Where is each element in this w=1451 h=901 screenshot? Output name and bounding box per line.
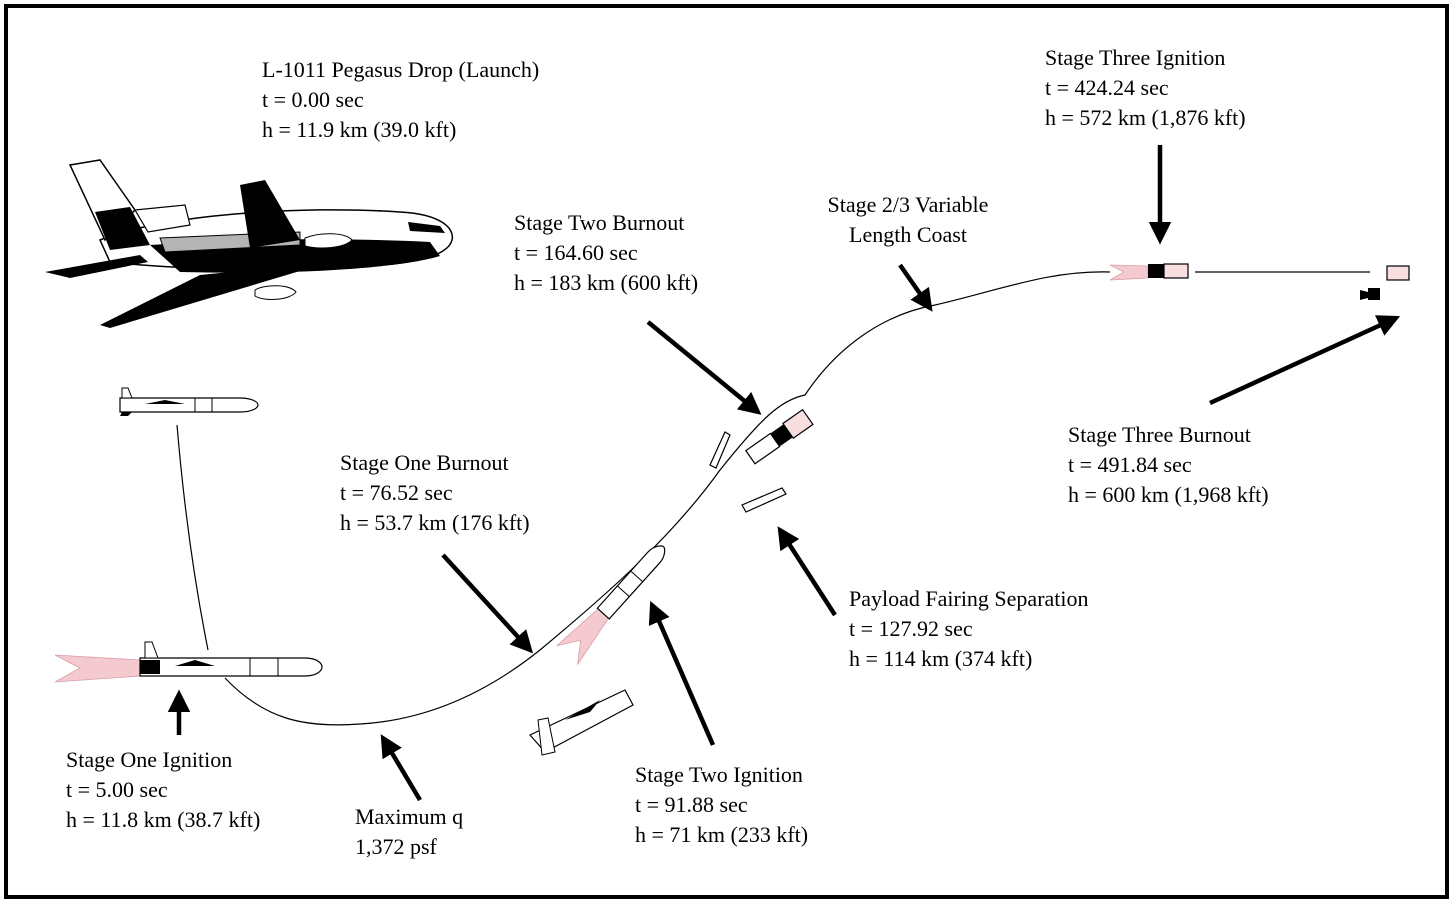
event-altitude: h = 53.7 km (176 kft)	[340, 510, 530, 535]
event-title: Stage One Ignition	[66, 747, 233, 772]
event-label-fairing-separation: Payload Fairing Separation t = 127.92 se…	[849, 584, 1089, 674]
event-title: Payload Fairing Separation	[849, 586, 1089, 611]
spent-stage-icon	[1360, 288, 1380, 300]
event-time: t = 164.60 sec	[514, 240, 638, 265]
pegasus-rocket-icon	[1109, 263, 1189, 281]
event-label-stage2-burnout: Stage Two Burnout t = 164.60 sec h = 183…	[514, 208, 698, 298]
event-time: t = 5.00 sec	[66, 777, 168, 802]
pegasus-rocket-icon	[54, 641, 323, 683]
rocket-plume-icon	[1109, 264, 1149, 281]
event-altitude: h = 114 km (374 kft)	[849, 646, 1033, 671]
event-altitude: h = 11.9 km (39.0 kft)	[262, 117, 457, 142]
event-label-stage1-ignition: Stage One Ignition t = 5.00 sec h = 11.8…	[66, 745, 260, 835]
event-subtitle: Length Coast	[849, 222, 967, 247]
event-altitude: h = 71 km (233 kft)	[635, 822, 809, 847]
event-altitude: h = 572 km (1,876 kft)	[1045, 105, 1246, 130]
event-altitude: h = 600 km (1,968 kft)	[1068, 482, 1269, 507]
event-value: 1,372 psf	[355, 834, 437, 859]
event-title: Stage Two Burnout	[514, 210, 685, 235]
event-label-max-q: Maximum q 1,372 psf	[355, 802, 463, 862]
payload-satellite-icon	[782, 408, 814, 440]
event-time: t = 491.84 sec	[1068, 452, 1192, 477]
rocket-plume-icon	[54, 654, 141, 683]
event-label-launch-drop: L-1011 Pegasus Drop (Launch) t = 0.00 se…	[262, 55, 539, 145]
diagram-frame	[4, 4, 1449, 899]
event-label-coast: Stage 2/3 Variable Length Coast	[812, 190, 1004, 250]
event-altitude: h = 11.8 km (38.7 kft)	[66, 807, 261, 832]
event-time: t = 424.24 sec	[1045, 75, 1169, 100]
fairing-half-icon	[709, 431, 731, 469]
trajectory-fall-line	[176, 424, 209, 651]
trajectory-ascent-line	[224, 271, 1111, 726]
event-altitude: h = 183 km (600 kft)	[514, 270, 699, 295]
event-title: Stage 2/3 Variable	[827, 192, 989, 217]
event-label-stage1-burnout: Stage One Burnout t = 76.52 sec h = 53.7…	[340, 448, 530, 538]
event-label-stage3-burnout: Stage Three Burnout t = 491.84 sec h = 6…	[1068, 420, 1269, 510]
event-title: Stage Three Burnout	[1068, 422, 1251, 447]
event-time: t = 127.92 sec	[849, 616, 973, 641]
event-title: Stage Three Ignition	[1045, 45, 1226, 70]
l1011-aircraft-icon	[45, 159, 454, 328]
callout-arrow-icon	[167, 145, 1401, 802]
event-title: Maximum q	[355, 804, 464, 829]
event-title: L-1011 Pegasus Drop (Launch)	[262, 57, 540, 82]
pegasus-rocket-icon	[556, 545, 666, 665]
event-time: t = 91.88 sec	[635, 792, 748, 817]
event-title: Stage One Burnout	[340, 450, 509, 475]
pegasus-rocket-icon	[119, 387, 259, 416]
event-label-stage3-ignition: Stage Three Ignition t = 424.24 sec h = …	[1045, 43, 1246, 133]
payload-satellite-icon	[1163, 263, 1189, 279]
event-time: t = 0.00 sec	[262, 87, 364, 112]
pegasus-rocket-icon	[745, 408, 814, 465]
event-label-stage2-ignition: Stage Two Ignition t = 91.88 sec h = 71 …	[635, 760, 808, 850]
event-title: Stage Two Ignition	[635, 762, 803, 787]
event-time: t = 76.52 sec	[340, 480, 453, 505]
spent-stage-icon	[529, 689, 634, 756]
rocket-plume-icon	[556, 608, 609, 665]
payload-satellite-icon	[1386, 265, 1410, 281]
fairing-half-icon	[741, 487, 787, 513]
